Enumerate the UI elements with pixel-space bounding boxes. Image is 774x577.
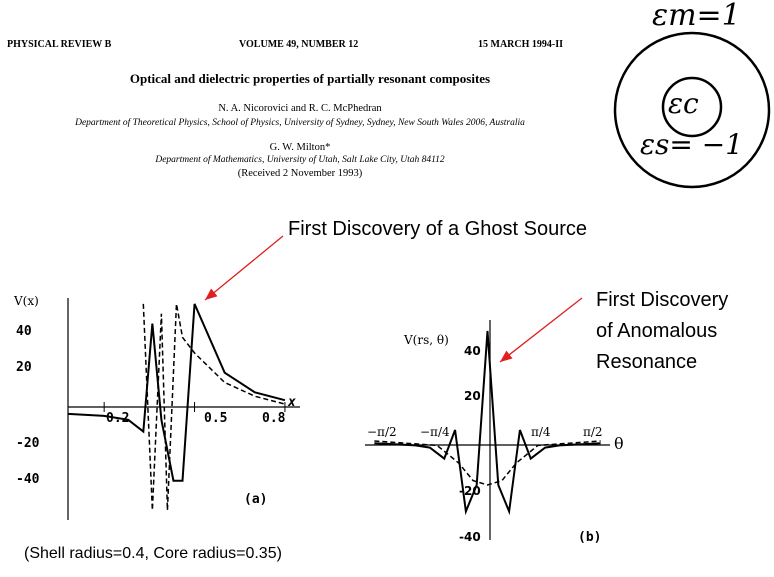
paper-title: Optical and dielectric properties of par…	[129, 71, 491, 86]
chart-b-xtick-pi4: π/4	[531, 425, 551, 439]
chart-b-xlabel: θ	[614, 434, 624, 453]
chart-a-xtick-02: 0.2	[106, 411, 130, 426]
anomalous-resonance-line2: of Anomalous	[596, 320, 718, 342]
outer-permittivity-label: εm=1	[652, 0, 741, 33]
volume-number: VOLUME 49, NUMBER 12	[239, 39, 359, 50]
affiliation-utah: Department of Mathematics, University of…	[155, 155, 445, 165]
chart-b-series	[374, 330, 601, 516]
affiliation-sydney: Department of Theoretical Physics, Schoo…	[75, 118, 525, 128]
chart-a-ticks	[103, 402, 286, 412]
chart-b-panel-label: (b)	[578, 530, 602, 545]
outer-circle	[613, 31, 771, 189]
chart-b-xtick-mpi2: −π/2	[367, 425, 397, 439]
chart-a-xlabel: x	[288, 395, 296, 410]
chart-a-ylabel: V(x)	[14, 294, 39, 308]
chart-b-ytick-m40: -40	[459, 530, 481, 544]
chart-a-ytick-40: 40	[16, 324, 32, 339]
received-date: (Received 2 November 1993)	[237, 168, 363, 179]
chart-a-series-dashed	[142, 303, 286, 511]
chart-b-ytick-20: 20	[464, 389, 481, 403]
chart-a-series-solid	[67, 303, 286, 482]
chart-a-ytick-m20: -20	[16, 436, 40, 451]
core-circle	[661, 76, 723, 138]
authors-primary: N. A. Nicorovici and R. C. McPhedran	[218, 103, 382, 114]
chart-b-ytick-m20: -20	[459, 484, 481, 498]
chart-b-series-solid	[374, 330, 601, 516]
anomalous-arrow-head	[500, 350, 513, 362]
ghost-arrow	[204, 235, 284, 301]
chart-a-xtick-05: 0.5	[204, 411, 228, 426]
authors-secondary: G. W. Milton*	[269, 142, 331, 153]
issue-date: 15 MARCH 1994-II	[478, 39, 563, 50]
shell-permittivity-label: εs= −1	[640, 128, 744, 161]
chart-b-series-dashed	[374, 440, 601, 486]
chart-a-ytick-m40: -40	[16, 472, 40, 487]
ghost-arrow-head	[205, 288, 218, 300]
core-permittivity-label: εc	[668, 87, 699, 120]
chart-a-ytick-20: 20	[16, 360, 32, 375]
ghost-source-annotation: First Discovery of a Ghost Source	[288, 218, 587, 240]
anomalous-resonance-line1: First Discovery	[596, 289, 729, 311]
radius-caption: (Shell radius=0.4, Core radius=0.35)	[24, 545, 282, 562]
chart-b-xtick-mpi4: −π/4	[420, 425, 450, 439]
chart-a-panel-label: (a)	[244, 492, 268, 507]
chart-b-xtick-pi2: π/2	[583, 425, 603, 439]
chart-b-ytick-40: 40	[464, 344, 481, 358]
chart-a-series	[67, 303, 286, 511]
anomalous-resonance-line3: Resonance	[596, 351, 698, 373]
journal-name: PHYSICAL REVIEW B	[7, 39, 112, 50]
anomalous-arrow	[499, 297, 583, 363]
chart-a-xtick-08: 0.8	[262, 411, 286, 426]
chart-b-ylabel: V(rs, θ)	[404, 333, 449, 347]
